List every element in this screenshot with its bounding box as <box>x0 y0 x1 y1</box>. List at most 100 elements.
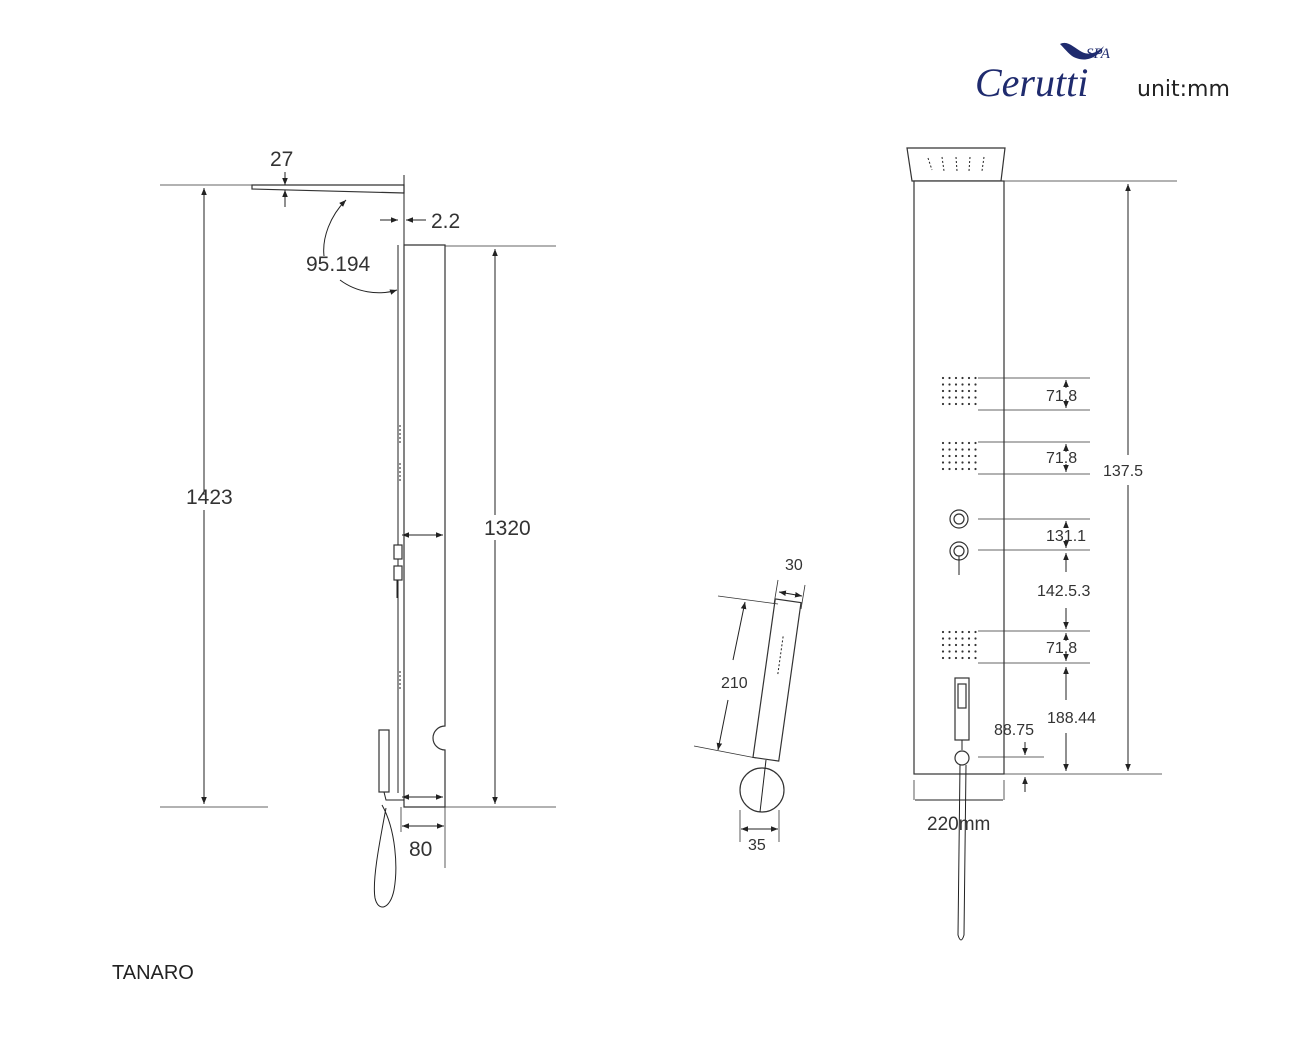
jet-nozzle <box>961 383 964 386</box>
jet-nozzle <box>954 656 958 660</box>
jet-nozzle <box>941 461 945 464</box>
hand-shower-body <box>752 598 802 762</box>
jet-nozzle <box>948 656 951 660</box>
jet-nozzle <box>967 448 971 451</box>
jet-nozzle <box>961 643 964 647</box>
side-hand-shower <box>373 729 404 908</box>
hand-shower-nozzles <box>777 636 784 677</box>
length-ext-top <box>717 595 779 605</box>
mixer-lever <box>949 541 969 575</box>
jet-nozzle <box>941 630 945 634</box>
jet-nozzle <box>974 441 977 445</box>
jet-nozzle <box>974 376 977 380</box>
hand-shower-detail: 30 210 35 <box>693 557 806 854</box>
width-ext-left <box>773 579 779 605</box>
jet-nozzle <box>961 376 964 380</box>
jet-nozzle <box>967 441 971 445</box>
jet-nozzle <box>974 402 977 406</box>
jet-nozzle <box>948 441 951 445</box>
jet-nozzle <box>954 643 958 647</box>
dim-angle: 95.194 <box>306 253 371 276</box>
jet-nozzle <box>954 376 958 380</box>
jet-nozzle <box>941 656 945 660</box>
jet-nozzle <box>967 402 971 406</box>
jet-nozzle <box>948 454 951 458</box>
jet-nozzle <box>941 441 945 445</box>
dim-jet-to-outlet: 188.44 <box>1047 710 1096 727</box>
jet-nozzle <box>954 467 958 471</box>
jet-nozzle <box>948 467 951 471</box>
jet-nozzle <box>948 402 951 406</box>
jet-nozzle <box>961 630 964 634</box>
jet-nozzle <box>948 396 951 399</box>
body-jet-3 <box>941 630 977 660</box>
dim-control-gap: 131.1 <box>1046 528 1086 545</box>
dim-hand-width: 30 <box>785 557 803 574</box>
dim-wall-gap: 2.2 <box>431 210 460 233</box>
jet-nozzle <box>961 650 964 653</box>
jet-nozzle <box>954 396 958 399</box>
shower-head-arm <box>251 184 405 194</box>
brand-name: Cerutti <box>975 60 1088 105</box>
dim-column-height: 137.5 <box>1103 463 1143 480</box>
jet-nozzle <box>961 637 964 640</box>
jet-nozzle <box>967 630 971 634</box>
dim-jet-3: 71.8 <box>1046 640 1077 657</box>
dim-hand-base: 35 <box>748 837 766 854</box>
jet-nozzle <box>974 650 977 653</box>
jet-nozzle <box>948 643 951 647</box>
dim-hand-length: 210 <box>721 675 748 692</box>
dim-panel-height: 1320 <box>484 517 531 540</box>
jet-nozzle <box>961 441 964 445</box>
jet-nozzle <box>954 441 958 445</box>
jet-nozzle <box>941 650 945 653</box>
jet-nozzle <box>948 383 951 386</box>
jet-nozzle <box>974 454 977 458</box>
jet-nozzle <box>954 383 958 386</box>
jet-nozzle <box>967 461 971 464</box>
jet-nozzle <box>941 643 945 647</box>
bird-icon <box>1060 42 1104 60</box>
angle-arc-bottom <box>339 279 398 295</box>
jet-nozzle <box>974 383 977 386</box>
jet-nozzle <box>974 637 977 640</box>
jet-nozzle <box>941 376 945 380</box>
side-view: 27 2.2 95.194 1423 1320 80 <box>160 148 556 908</box>
unit-label: unit:mm <box>1137 77 1230 102</box>
jet-nozzle <box>941 454 945 458</box>
jet-nozzle <box>967 650 971 653</box>
side-controls <box>393 523 403 598</box>
jet-nozzle <box>954 630 958 634</box>
jet-nozzle <box>974 461 977 464</box>
jet-nozzle <box>974 467 977 471</box>
dim-jet-1: 71.8 <box>1046 388 1077 405</box>
jet-nozzle <box>954 461 958 464</box>
jet-nozzle <box>954 389 958 393</box>
jet-nozzle <box>954 448 958 451</box>
jet-nozzle <box>961 389 964 393</box>
model-name: TANARO <box>112 962 194 984</box>
jet-nozzle <box>974 643 977 647</box>
jet-nozzle <box>948 630 951 634</box>
body-jet-1 <box>941 376 977 406</box>
jet-nozzle <box>954 650 958 653</box>
length-ext-bottom <box>693 745 757 759</box>
jet-nozzle <box>948 637 951 640</box>
jet-nozzle <box>967 467 971 471</box>
dim-arrow-30 <box>778 590 803 598</box>
jet-nozzle <box>961 461 964 464</box>
dim-width: 220mm <box>927 814 990 835</box>
jet-nozzle <box>961 467 964 471</box>
front-view: 71.8 71.8 131.1 142.5.3 <box>906 147 1177 941</box>
jet-nozzle <box>948 448 951 451</box>
width-ext-right <box>800 584 806 610</box>
column-panel <box>913 180 1005 775</box>
dim-arrow-210-bottom <box>716 699 729 751</box>
jet-nozzle <box>967 454 971 458</box>
jet-nozzle <box>974 389 977 393</box>
jet-nozzle <box>974 630 977 634</box>
dim-arrow-210-top <box>732 601 747 661</box>
dim-total-height: 1423 <box>186 486 233 509</box>
brand-suffix: SPA <box>1086 46 1111 62</box>
